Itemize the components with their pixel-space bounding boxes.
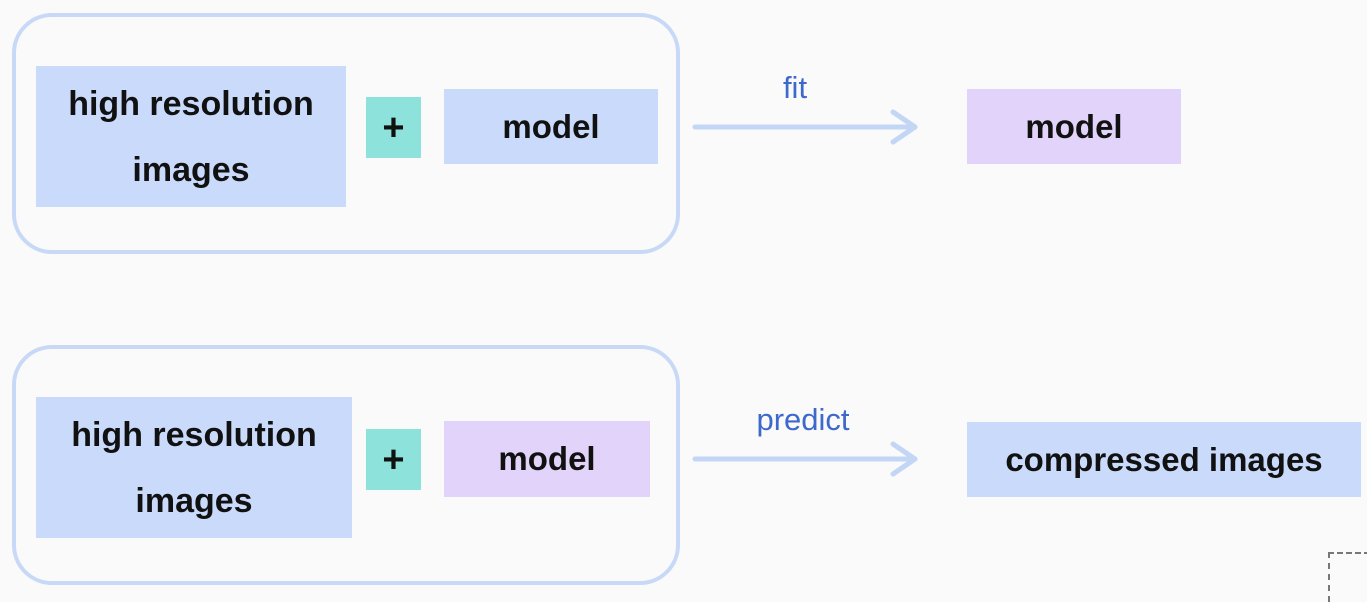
fit-input-images-label: high resolution images <box>68 84 314 189</box>
selection-corner-marker <box>1328 552 1367 602</box>
predict-input-model-box: model <box>444 421 650 497</box>
fit-input-group <box>12 13 680 254</box>
predict-output-compressed-box: compressed images <box>967 422 1361 497</box>
fit-output-model-box: model <box>967 89 1181 164</box>
fit-plus-label: + <box>382 106 405 149</box>
fit-input-model-box: model <box>444 89 658 164</box>
predict-input-images-label: high resolution images <box>71 415 317 520</box>
fit-output-model-label: model <box>1025 107 1123 145</box>
predict-plus-label: + <box>382 438 405 481</box>
predict-input-group <box>12 345 680 585</box>
predict-plus-box: + <box>366 429 421 490</box>
predict-arrow <box>692 441 918 477</box>
fit-arrow <box>692 109 918 145</box>
predict-output-compressed-label: compressed images <box>1005 440 1323 478</box>
fit-plus-box: + <box>366 97 421 158</box>
fit-input-model-label: model <box>502 107 600 145</box>
predict-input-images-box: high resolution images <box>36 397 352 538</box>
fit-input-images-box: high resolution images <box>36 66 346 207</box>
predict-input-model-label: model <box>498 440 596 477</box>
fit-arrow-label: fit <box>782 70 808 105</box>
predict-arrow-label: predict <box>756 402 850 437</box>
